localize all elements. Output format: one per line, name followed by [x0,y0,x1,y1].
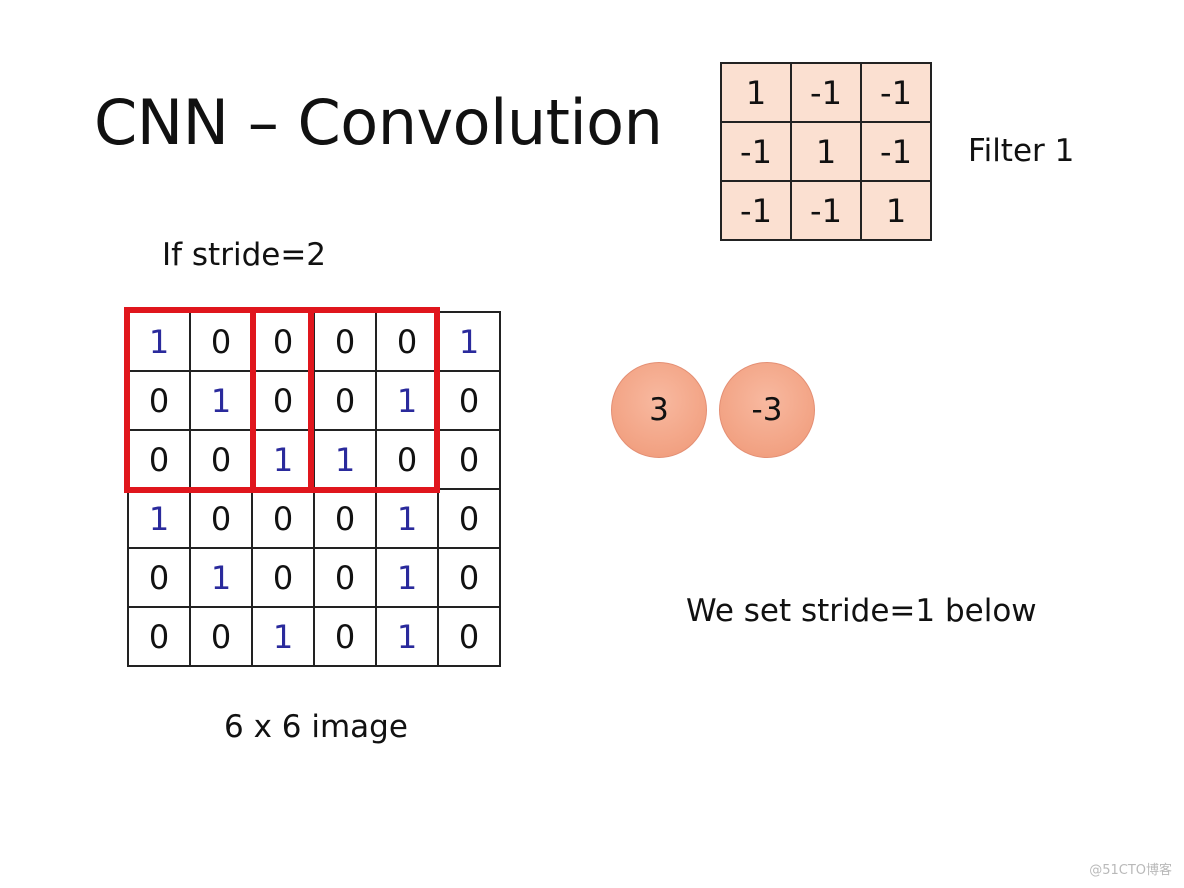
output-value-1: 3 [649,392,669,428]
output-circle-1: 3 [611,362,707,458]
bottom-note: We set stride=1 below [686,593,1037,629]
filter-cell: -1 [862,64,932,123]
image-cell: 1 [377,549,439,608]
image-cell: 1 [253,431,315,490]
output-value-2: -3 [751,392,783,428]
filter-label: Filter 1 [968,133,1075,169]
watermark: @51CTO博客 [1089,863,1172,878]
stride-note: If stride=2 [162,237,327,273]
image-cell: 0 [439,549,501,608]
image-cell: 0 [253,549,315,608]
image-cell: 0 [315,372,377,431]
image-cell: 0 [191,313,253,372]
image-cell: 1 [129,490,191,549]
filter-cell: 1 [862,182,932,241]
image-cell: 0 [191,431,253,490]
image-cell: 0 [253,372,315,431]
image-cell: 0 [439,608,501,667]
image-cell: 0 [439,431,501,490]
filter-cell: -1 [722,182,792,241]
filter-cell: 1 [792,123,862,182]
image-cell: 1 [377,490,439,549]
image-cell: 0 [191,608,253,667]
image-cell: 1 [253,608,315,667]
image-cell: 0 [129,549,191,608]
filter-cell: -1 [862,123,932,182]
filter-cell: -1 [792,64,862,123]
filter-cell: 1 [722,64,792,123]
image-cell: 0 [439,372,501,431]
image-cell: 0 [377,313,439,372]
image-cell: 1 [191,549,253,608]
image-cell: 0 [315,608,377,667]
image-cell: 0 [377,431,439,490]
image-cell: 1 [129,313,191,372]
image-cell: 0 [253,313,315,372]
image-cell: 0 [315,490,377,549]
filter-cell: -1 [792,182,862,241]
image-cell: 1 [377,608,439,667]
image-cell: 0 [253,490,315,549]
receptive-field-box-2 [250,307,440,493]
image-label: 6 x 6 image [224,709,408,745]
receptive-field-box-1 [124,307,314,493]
output-circle-2: -3 [719,362,815,458]
slide-title: CNN – Convolution [94,86,663,159]
image-cell: 0 [315,549,377,608]
image-cell: 1 [377,372,439,431]
image-cell: 1 [439,313,501,372]
image-cell: 0 [129,372,191,431]
image-cell: 0 [129,608,191,667]
filter-cell: -1 [722,123,792,182]
image-cell: 0 [191,490,253,549]
image-cell: 0 [439,490,501,549]
image-cell: 0 [315,313,377,372]
